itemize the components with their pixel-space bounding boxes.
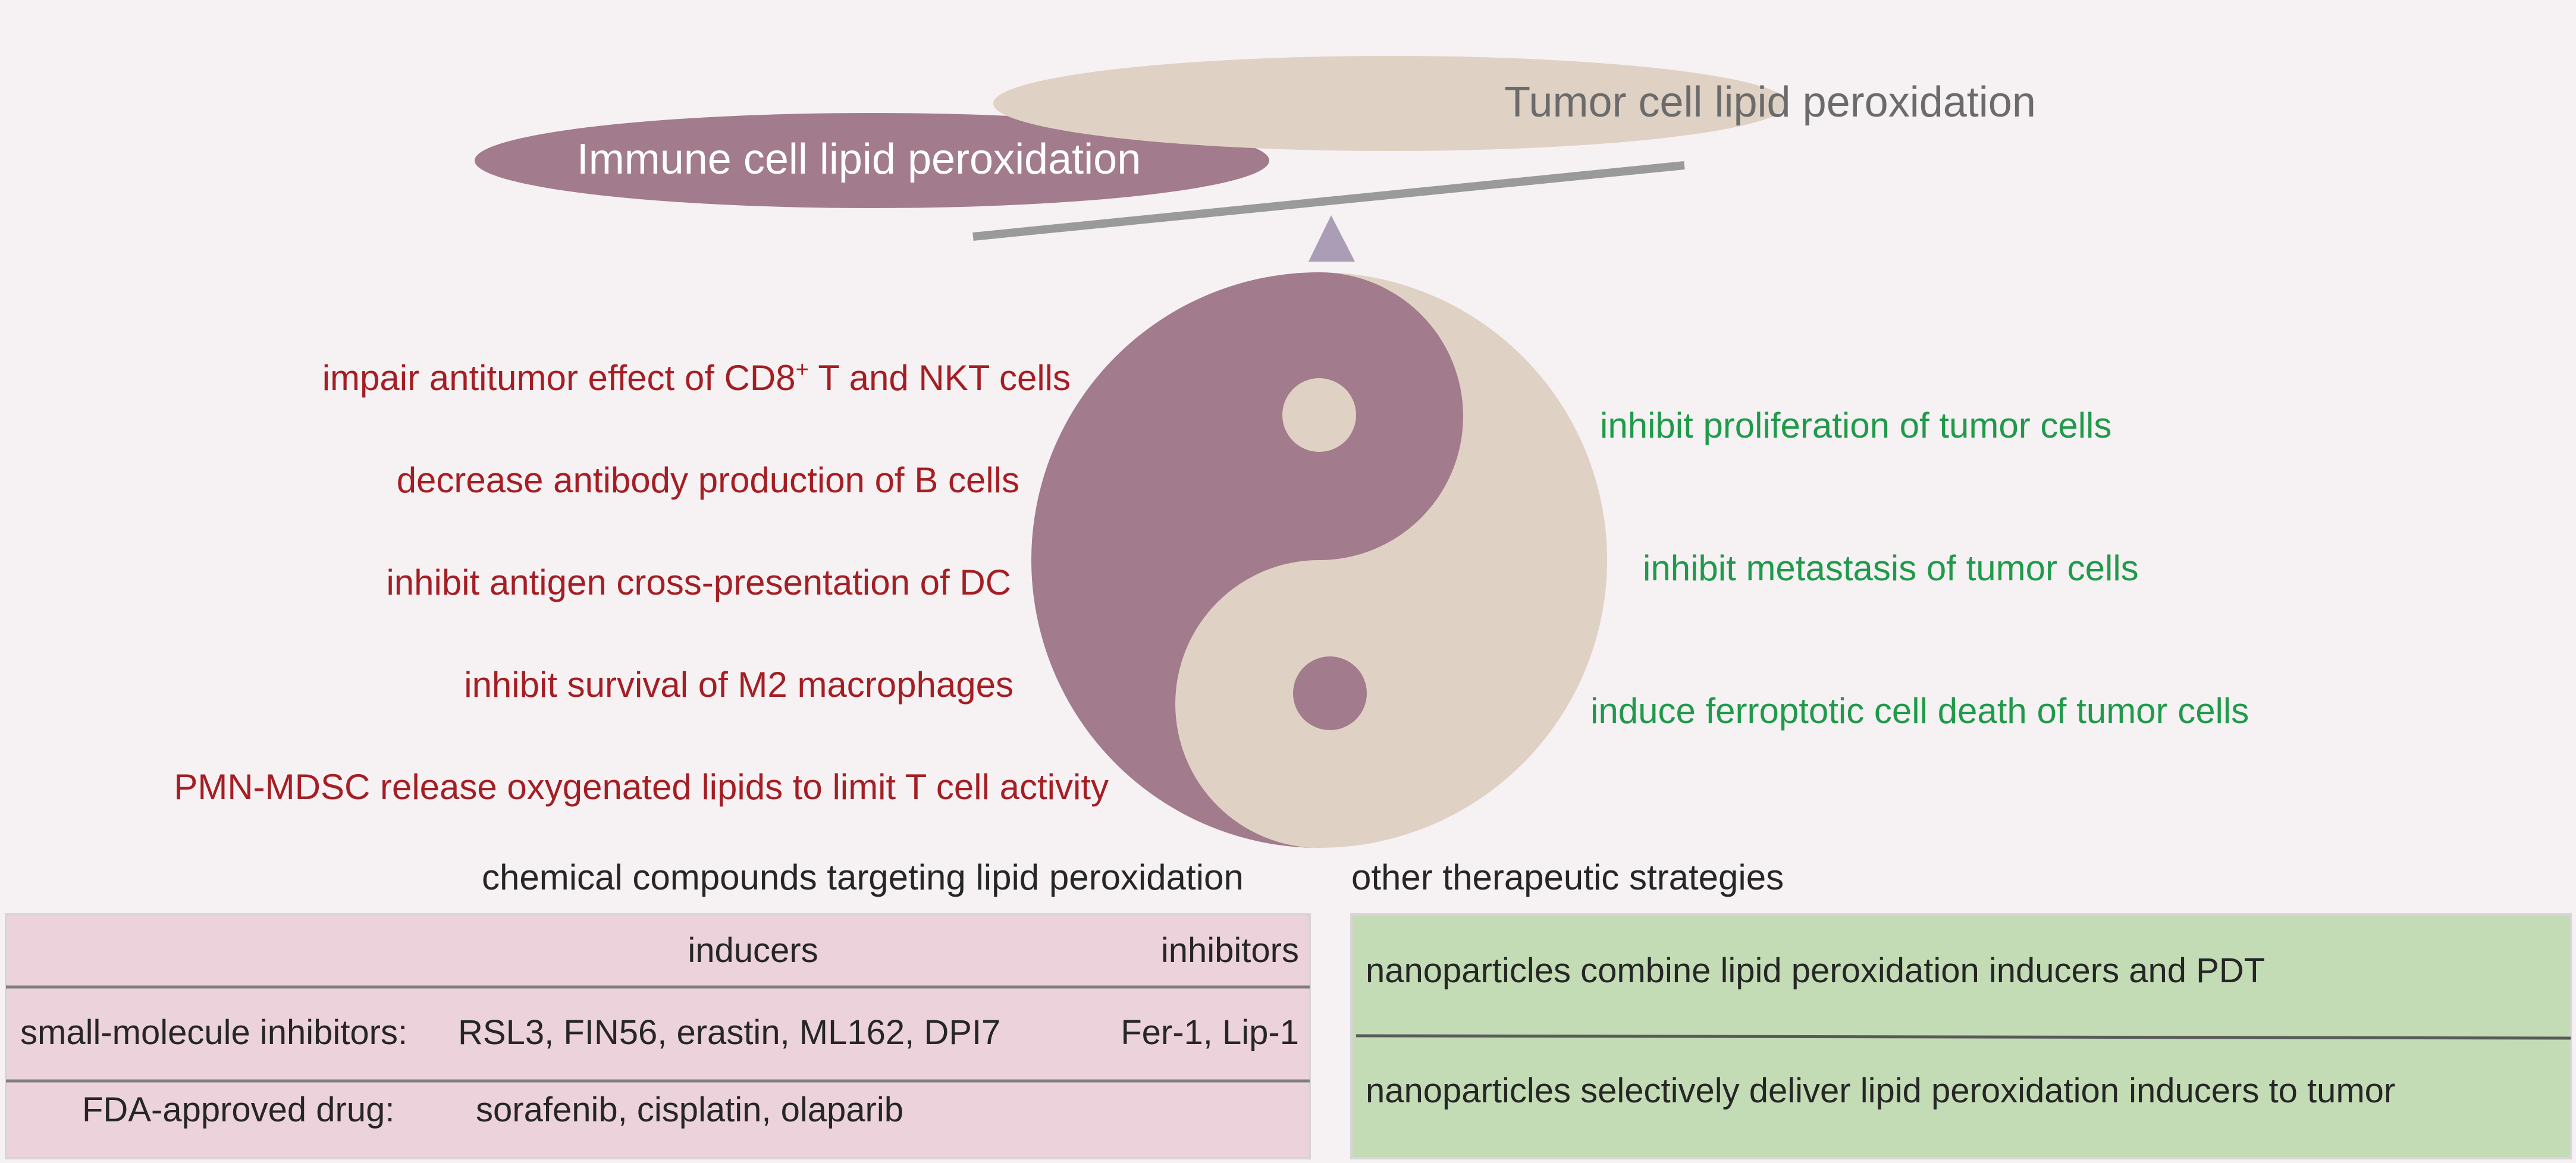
tumor-lipid-peroxidation-label: Tumor cell lipid peroxidation <box>1504 78 2036 126</box>
yin-yang-symbol <box>1031 272 1607 848</box>
tumor-effect-item: inhibit metastasis of tumor cells <box>1643 548 2139 588</box>
immune-lipid-peroxidation-ellipse <box>475 113 1269 208</box>
immune-effect-item: impair antitumor effect of CD8+ T and NK… <box>322 357 1071 398</box>
balance-beam <box>972 161 1685 241</box>
strategies-heading: other therapeutic strategies <box>1351 857 1784 897</box>
tumor-effect-item: inhibit proliferation of tumor cells <box>1600 406 2111 445</box>
immune-lipid-peroxidation-label: Immune cell lipid peroxidation <box>577 136 1141 183</box>
immune-effect-item: decrease antibody production of B cells <box>397 460 1019 500</box>
compounds-panel: inducers inhibitors small-molecule inhib… <box>5 913 1311 1159</box>
immune-effect-item: PMN-MDSC release oxygenated lipids to li… <box>174 767 1109 807</box>
tumor-effects-list: inhibit proliferation of tumor cells inh… <box>1590 406 2249 731</box>
fda-approved-inducers: sorafenib, cisplatin, olaparib <box>476 1090 903 1129</box>
immune-effect-item: inhibit survival of M2 macrophages <box>464 665 1014 705</box>
yin-yang-lower-dot <box>1293 656 1367 730</box>
balance-scale: Immune cell lipid peroxidation Tumor cel… <box>475 56 2036 262</box>
immune-effects-list: impair antitumor effect of CD8+ T and NK… <box>174 357 1109 807</box>
strategies-panel: nanoparticles combine lipid peroxidation… <box>1350 913 2572 1159</box>
compounds-heading: chemical compounds targeting lipid perox… <box>482 857 1244 897</box>
small-molecule-inducers: RSL3, FIN56, erastin, ML162, DPI7 <box>458 1013 1000 1052</box>
compounds-panel-box <box>5 913 1311 1159</box>
small-molecule-row-label: small-molecule inhibitors: <box>20 1013 407 1052</box>
fda-approved-row-label: FDA-approved drug: <box>82 1090 394 1129</box>
tumor-lipid-peroxidation-ellipse <box>993 56 1788 151</box>
yin-yang-upper-dot <box>1282 378 1356 452</box>
strategy-item: nanoparticles combine lipid peroxidation… <box>1366 951 2265 990</box>
immune-effect-item: inhibit antigen cross-presentation of DC <box>386 562 1011 602</box>
small-molecule-inhibitors: Fer-1, Lip-1 <box>1121 1013 1299 1052</box>
fulcrum-triangle <box>1309 215 1355 262</box>
inducers-column-header: inducers <box>688 931 818 970</box>
strategy-item: nanoparticles selectively deliver lipid … <box>1366 1071 2395 1110</box>
strategies-divider <box>1356 1034 2571 1040</box>
tumor-effect-item: induce ferroptotic cell death of tumor c… <box>1590 691 2249 731</box>
inhibitors-column-header: inhibitors <box>1161 931 1299 970</box>
